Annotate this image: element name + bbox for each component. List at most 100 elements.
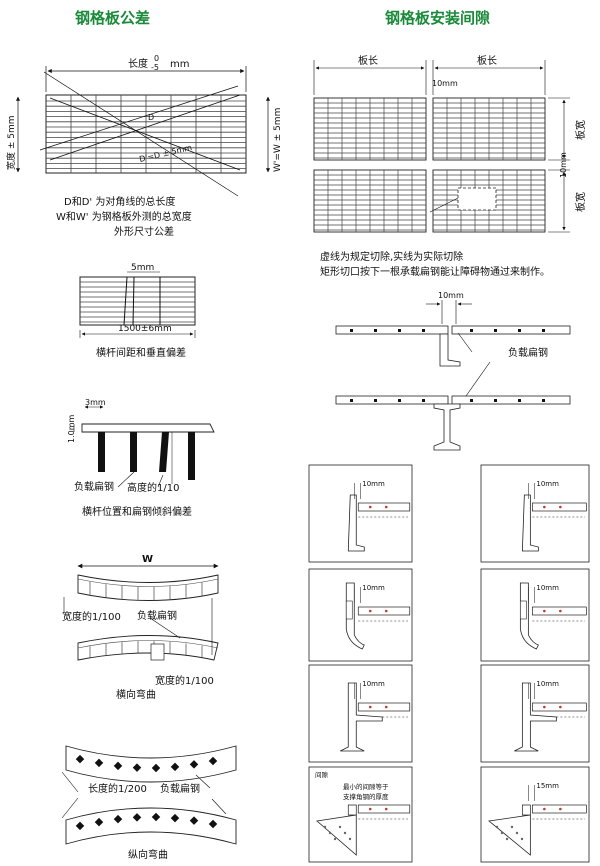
bearing-bar-dot [470, 329, 473, 332]
i-beam-support [514, 682, 557, 752]
bearing-bar-dot [543, 807, 546, 811]
detail-box: 10mm [480, 568, 590, 662]
detail-gap-label: 10mm [536, 584, 559, 592]
bearing-bar-dot [398, 329, 401, 332]
tilt-top-label: 3mm [85, 398, 106, 407]
grating-section [357, 702, 411, 712]
tilt-caption: 横杆位置和扁钢倾斜偏差 [82, 505, 192, 518]
min-gap-note-2: 支撑角钢的厚度 [343, 792, 389, 801]
embedded-angle [522, 804, 531, 816]
longitudinal-caption: 纵向弯曲 [128, 848, 168, 861]
bearing-bar-dot [542, 329, 545, 332]
bearing-bar-dot [559, 609, 562, 613]
lateral-ratio-right: 宽度的1/100 [155, 674, 214, 687]
bearing-bar-dot [398, 399, 401, 402]
bearing-bar-dot [518, 329, 521, 332]
bearing-bar-dot [384, 705, 388, 709]
aggregate-dot [328, 831, 332, 835]
bearing-bar-dot [368, 705, 372, 709]
length-tol-bottom: -5 [151, 63, 159, 72]
lateral-w-label: W [142, 554, 153, 565]
section-bar-label: 负载扁钢 [508, 346, 548, 359]
bearing-bar-dot [384, 807, 388, 811]
install-note-1: 虚线为规定切除,实线为实际切除 [320, 250, 463, 263]
bearing-bar-dot [384, 609, 388, 613]
section-diagram [335, 300, 571, 451]
detail-box [308, 766, 413, 863]
detail-box-frame [308, 664, 413, 763]
longitudinal-ratio: 长度的1/200 [88, 782, 147, 795]
section-gap-label: 10mm [438, 291, 464, 300]
diag-d2-label: D'=D ± 5mm [138, 143, 193, 164]
bearing-bar-dot [350, 399, 353, 402]
tilt-height-label: 高度的1/10 [127, 481, 179, 494]
tilt-side-label: 1.0mm [67, 414, 76, 443]
crossbar-gap-label: 5mm [131, 263, 154, 273]
width-right-label: W'=W ± 5mm [273, 108, 283, 172]
channel-support [347, 494, 365, 552]
grating-section [357, 804, 411, 814]
detail-box: 10mm [308, 464, 413, 563]
install-length-right: 板长 [477, 54, 497, 67]
channel-support [521, 494, 539, 552]
bearing-bar-dot [368, 505, 372, 509]
bearing-bar-dot [350, 329, 353, 332]
diag-d-label: D [148, 113, 154, 122]
width-label: 宽度 ± 5mm [5, 115, 17, 170]
angle-support [519, 582, 539, 650]
crossbar-caption: 横杆间距和垂直偏差 [96, 346, 186, 359]
detail-gap-label: 10mm [362, 480, 385, 488]
lateral-caption: 横向弯曲 [116, 688, 156, 701]
bearing-bar-dot [368, 807, 372, 811]
embedded-angle [347, 804, 357, 816]
length-label: 长度 [128, 57, 148, 70]
grating-section [357, 606, 411, 616]
tol-note-2: W和W' 为钢格板外测的总宽度 [56, 210, 192, 223]
bearing-bar-dot [543, 705, 546, 709]
tolerance-grating [15, 66, 271, 197]
bearing-bar-dot [543, 505, 546, 509]
install-width-bottom: 板宽 [574, 192, 587, 212]
bearing-bar-dot [559, 505, 562, 509]
bearing-bar-dot [374, 329, 377, 332]
detail-gap-label: 10mm [536, 480, 559, 488]
length-tol-top: 0 [154, 54, 159, 63]
install-length-left: 板长 [358, 54, 378, 67]
detail-box-frame [308, 766, 413, 863]
lateral-ratio-left: 宽度的1/100 [62, 610, 121, 623]
bearing-bar-dot [494, 329, 497, 332]
aggregate-dot [520, 837, 524, 841]
min-gap-note: 最小的间隙等于 [343, 782, 389, 791]
concrete-support [488, 814, 531, 856]
install-width-top: 板宽 [574, 120, 587, 140]
detail-box-frame [480, 664, 590, 763]
bearing-bar-dot [374, 399, 377, 402]
i-beam-support [340, 682, 383, 752]
angle-support [345, 582, 365, 650]
lateral-bar-label: 负载扁钢 [137, 609, 177, 622]
bearing-bar-dot [559, 807, 562, 811]
tol-note-3: 外形尺寸公差 [114, 225, 174, 238]
aggregate-dot [500, 831, 504, 835]
install-grating [313, 60, 570, 233]
bearing-bar-dot [422, 399, 425, 402]
bearing-bar-dot [518, 399, 521, 402]
detail-box: 10mm [308, 664, 413, 763]
bearing-bar-dot [368, 609, 372, 613]
gap-word: 间隙 [315, 770, 329, 779]
bearing-bar-dot [543, 609, 546, 613]
bearing-bar-dot [384, 505, 388, 509]
detail-gap-label: 10mm [362, 680, 385, 688]
aggregate-dot [338, 825, 342, 829]
detail-gap-label: 10mm [536, 680, 559, 688]
bearing-bar-dot [470, 399, 473, 402]
crossbar-spacing-label: 1500±6mm [118, 324, 172, 334]
bearing-bar-dot [559, 705, 562, 709]
bearing-bar-dot [542, 399, 545, 402]
aggregate-dot [515, 831, 519, 835]
aggregate-dot [343, 831, 347, 835]
tilt-bar-label: 负载扁钢 [74, 480, 114, 493]
tilt-diagram [73, 405, 215, 488]
right-title: 钢格板安装间隙 [385, 9, 490, 27]
